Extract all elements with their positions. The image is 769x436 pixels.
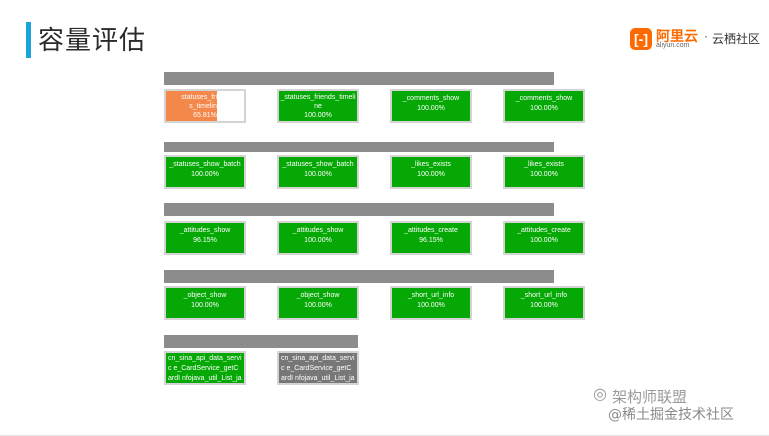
capacity-cell: _statuses_friends_timeli ne 100.00% (277, 89, 359, 123)
cell-percentage: 100.00% (191, 302, 219, 309)
group-bar-2 (164, 142, 554, 152)
wechat-icon: ◎ (593, 384, 607, 403)
capacity-cell: _attitudes_create 100.00% (503, 221, 585, 255)
capacity-fill (392, 223, 470, 253)
capacity-cell: _statuses_show_batch 100.00% (164, 155, 246, 189)
cell-api-name: statuses_friend s_timeline (181, 94, 229, 110)
capacity-cell: cn_sina_api_data_servic e_CardService_ge… (164, 351, 246, 385)
cell-percentage: 100.00% (304, 112, 332, 119)
cell-api-name: _attitudes_show (292, 227, 344, 234)
cell-api-name: _statuses_friends_timeli ne (280, 94, 356, 110)
watermark-line2: @稀土掘金技术社区 (608, 407, 734, 423)
cell-api-name: _likes_exists (411, 161, 451, 168)
capacity-cell: _statuses_show_batch 100.00% (277, 155, 359, 189)
cell-percentage: 100.00% (304, 302, 332, 309)
capacity-fill (505, 157, 583, 187)
capacity-cell: _attitudes_show 96.15% (164, 221, 246, 255)
capacity-cell: _comments_show 100.00% (390, 89, 472, 123)
capacity-fill (392, 288, 470, 318)
capacity-fill (166, 223, 244, 253)
cell-api-name: cn_sina_api_data_servic e_CardService_ge… (281, 355, 355, 382)
capacity-fill (392, 157, 470, 187)
cell-api-name: _comments_show (515, 95, 573, 102)
capacity-fill (505, 91, 583, 121)
cell-percentage: 100.00% (304, 237, 332, 244)
group-bar-3 (164, 203, 554, 216)
aliyun-logo: [-] 阿里云 aliyun.com · 云栖社区 (630, 26, 765, 52)
cell-api-name: _short_url_info (407, 292, 455, 299)
title-accent-bar (26, 22, 31, 58)
capacity-cell: _likes_exists 100.00% (390, 155, 472, 189)
group-bar-4 (164, 270, 554, 283)
cell-percentage: 65.81% (193, 112, 217, 119)
group-bar-1 (164, 72, 554, 85)
cell-api-name: _statuses_show_batch (282, 161, 354, 168)
capacity-cell: _short_url_info 100.00% (390, 286, 472, 320)
cell-api-name: _short_url_info (520, 292, 568, 299)
cell-percentage: 100.00% (417, 171, 445, 178)
capacity-fill (166, 353, 244, 383)
capacity-fill (279, 223, 357, 253)
watermark-line1: 架构师联盟 (612, 386, 687, 407)
cell-percentage: 100.00% (417, 302, 445, 309)
aliyun-logo-icon: [-] (630, 28, 652, 50)
capacity-cell: _object_show 100.00% (277, 286, 359, 320)
capacity-fill (166, 288, 244, 318)
capacity-fill (279, 353, 357, 383)
cell-percentage: 96.15% (419, 237, 443, 244)
capacity-cell: cn_sina_api_data_servic e_CardService_ge… (277, 351, 359, 385)
capacity-cell: statuses_friend s_timeline 65.81% (164, 89, 246, 123)
logo-separator: · (704, 30, 708, 44)
capacity-cell: _short_url_info 100.00% (503, 286, 585, 320)
cell-percentage: 100.00% (304, 171, 332, 178)
logo-community: 云栖社区 (712, 32, 761, 46)
capacity-cell: _comments_show 100.00% (503, 89, 585, 123)
capacity-cell: _likes_exists 100.00% (503, 155, 585, 189)
cell-api-name: _object_show (183, 292, 227, 299)
cell-api-name: _attitudes_create (517, 227, 571, 234)
cell-percentage: 100.00% (530, 237, 558, 244)
capacity-cell: _attitudes_create 96.15% (390, 221, 472, 255)
capacity-fill (279, 288, 357, 318)
capacity-fill (279, 157, 357, 187)
cell-api-name: _statuses_show_batch (169, 161, 241, 168)
cell-api-name: _comments_show (402, 95, 460, 102)
capacity-fill (166, 91, 218, 121)
capacity-fill (505, 223, 583, 253)
cell-percentage: 100.00% (530, 302, 558, 309)
capacity-fill (166, 157, 244, 187)
logo-brand-cn: 阿里云 (656, 29, 698, 45)
page-title: 容量评估 (38, 26, 147, 56)
cell-api-name: _attitudes_create (404, 227, 458, 234)
cell-percentage: 96.15% (193, 237, 217, 244)
capacity-cell: _object_show 100.00% (164, 286, 246, 320)
cell-percentage: 100.00% (530, 171, 558, 178)
capacity-fill (392, 91, 470, 121)
capacity-fill (279, 91, 357, 121)
cell-percentage: 100.00% (530, 105, 558, 112)
logo-brand-en: aliyun.com (656, 42, 690, 49)
cell-api-name: _object_show (296, 292, 340, 299)
cell-api-name: _attitudes_show (179, 227, 231, 234)
capacity-fill (505, 288, 583, 318)
cell-percentage: 100.00% (191, 171, 219, 178)
cell-percentage: 100.00% (417, 105, 445, 112)
watermark-text-1: 架构师联盟 (612, 388, 688, 406)
cell-api-name: _likes_exists (524, 161, 564, 168)
cell-api-name: cn_sina_api_data_servic e_CardService_ge… (168, 355, 242, 382)
capacity-cell: _attitudes_show 100.00% (277, 221, 359, 255)
group-bar-5 (164, 335, 358, 348)
